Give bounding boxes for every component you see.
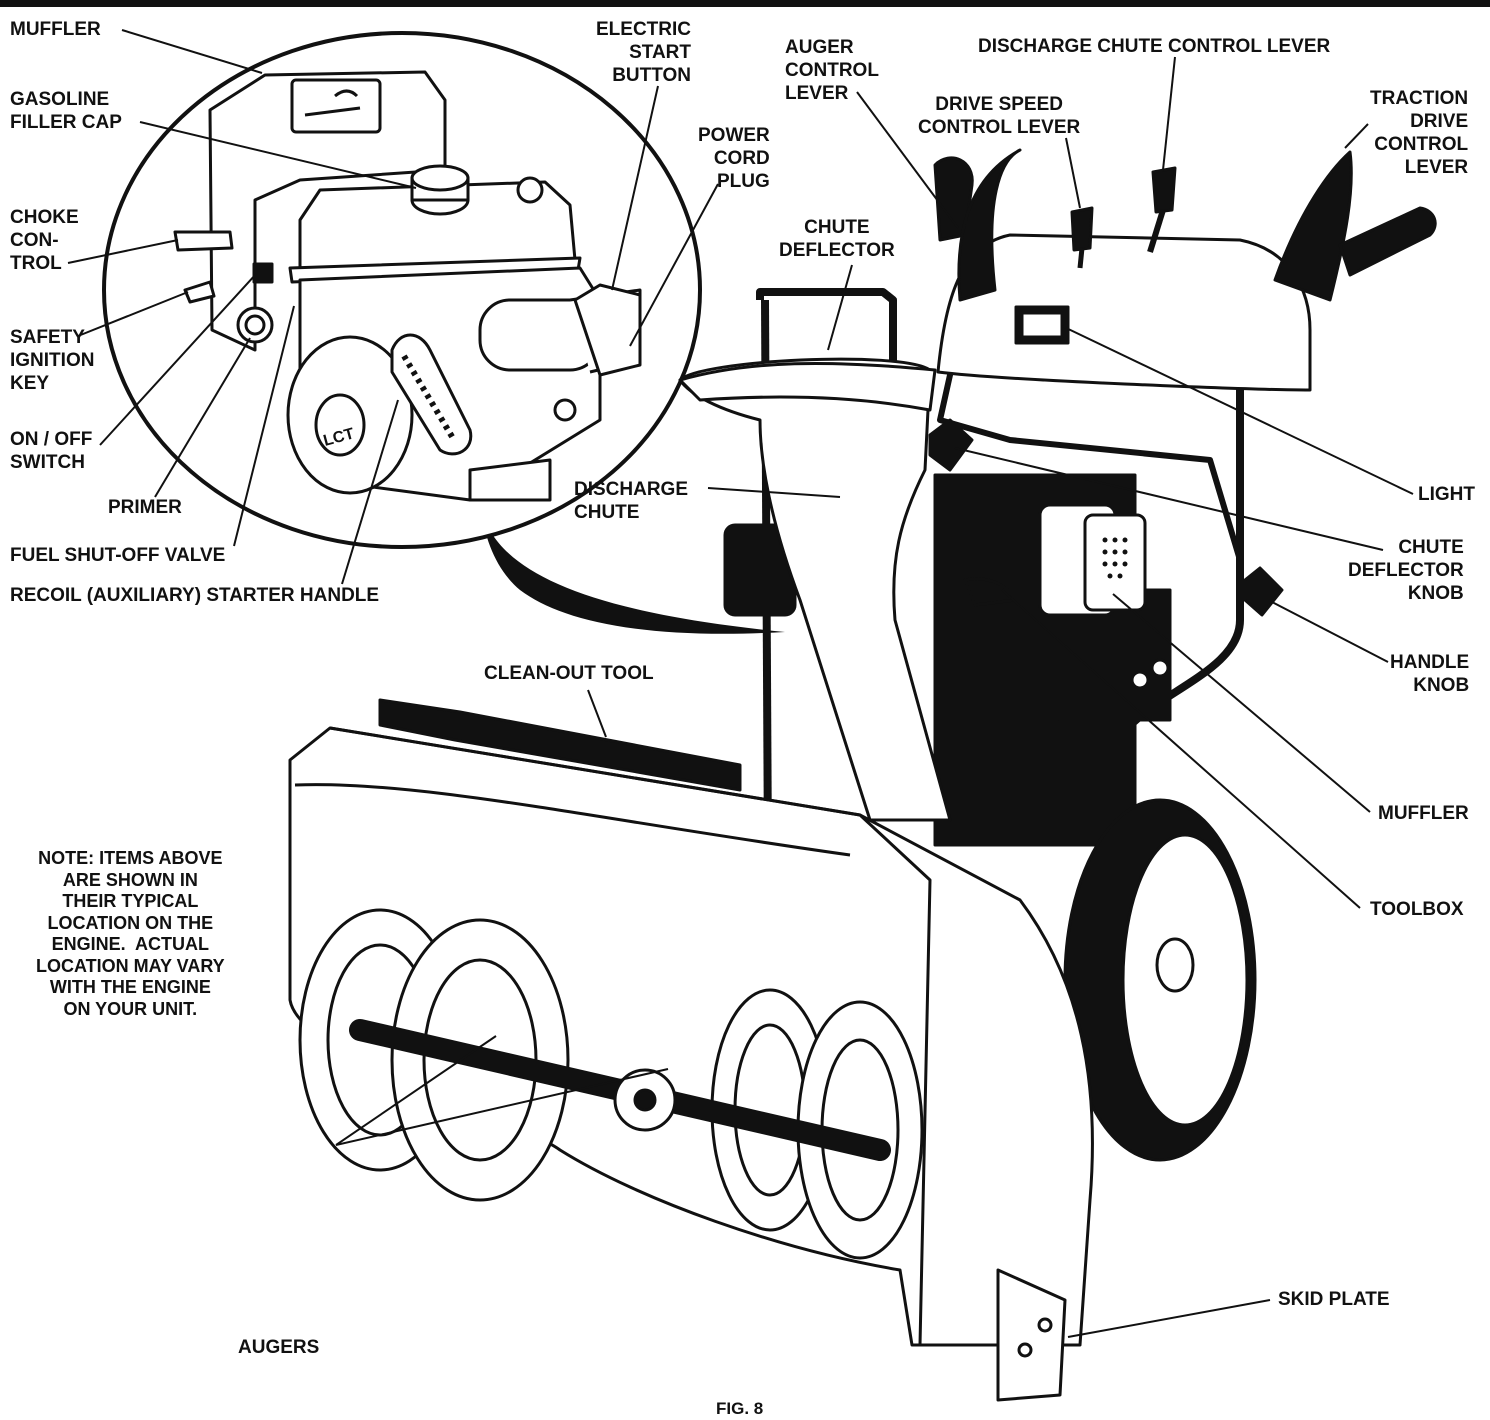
deflector-knob	[928, 418, 974, 472]
safety-key	[183, 280, 216, 304]
chute-control-lever	[1151, 166, 1177, 214]
toolbox	[963, 577, 1017, 607]
label-safety-ignition-key: SAFETY IGNITION KEY	[10, 327, 95, 394]
figure-caption: FIG. 8	[716, 1399, 764, 1418]
drive-speed-lever	[1070, 206, 1094, 252]
label-clean-out-tool: CLEAN-OUT TOOL	[484, 663, 654, 684]
label-drive-speed-control-lever: DRIVE SPEED CONTROL LEVER	[918, 94, 1081, 138]
label-choke-control: CHOKE CON- TROL	[10, 207, 79, 274]
traction-lever	[1273, 150, 1353, 302]
handle-frame-left	[756, 288, 897, 395]
label-chute-deflector-knob: CHUTE DEFLECTOR KNOB	[1348, 537, 1464, 604]
label-muffler-engine: MUFFLER	[10, 19, 101, 40]
traction-grip	[1338, 206, 1437, 277]
engine	[173, 70, 642, 502]
snow-thrower	[288, 148, 1437, 1402]
chute-deflector	[678, 361, 937, 412]
label-toolbox: TOOLBOX	[1370, 899, 1464, 920]
cleanout-tool	[378, 698, 742, 792]
label-traction-drive-control-lever: TRACTION DRIVE CONTROL LEVER	[1370, 88, 1469, 178]
label-chute-deflector: CHUTE DEFLECTOR	[779, 217, 895, 261]
label-augers: AUGERS	[238, 1337, 320, 1358]
top-rule	[0, 0, 1490, 7]
electric-start-box	[573, 283, 642, 377]
label-fuel-shut-off-valve: FUEL SHUT-OFF VALVE	[10, 545, 226, 566]
label-power-cord-plug: POWER CORD PLUG	[698, 125, 770, 192]
discharge-chute	[678, 357, 952, 822]
label-discharge-chute: DISCHARGE CHUTE	[574, 479, 689, 523]
leader-lines	[67, 29, 1414, 1338]
label-muffler-rear: MUFFLER	[1378, 803, 1469, 824]
label-gasoline-filler-cap: GASOLINE FILLER CAP	[10, 89, 122, 133]
skid-plate	[996, 1268, 1067, 1402]
label-auger-control-lever: AUGER CONTROL LEVER	[785, 37, 879, 104]
label-primer: PRIMER	[108, 497, 182, 518]
label-recoil-starter-handle: RECOIL (AUXILIARY) STARTER HANDLE	[10, 585, 380, 606]
engine-muffler-housing	[208, 70, 447, 352]
on-off-switch	[252, 262, 274, 284]
inset-tail	[479, 478, 785, 634]
engine-location-note: NOTE: ITEMS ABOVE ARE SHOWN IN THEIR TYP…	[36, 848, 225, 1019]
label-discharge-chute-control-lever: DISCHARGE CHUTE CONTROL LEVER	[978, 36, 1331, 57]
label-light: LIGHT	[1418, 484, 1475, 505]
label-handle-knob: HANDLE KNOB	[1390, 652, 1470, 696]
choke-lever	[173, 230, 234, 252]
label-on-off-switch: ON / OFF SWITCH	[10, 429, 93, 473]
label-skid-plate: SKID PLATE	[1278, 1289, 1390, 1310]
label-electric-start-button: ELECTRIC START BUTTON	[596, 19, 691, 86]
handle-knob	[1243, 566, 1284, 617]
